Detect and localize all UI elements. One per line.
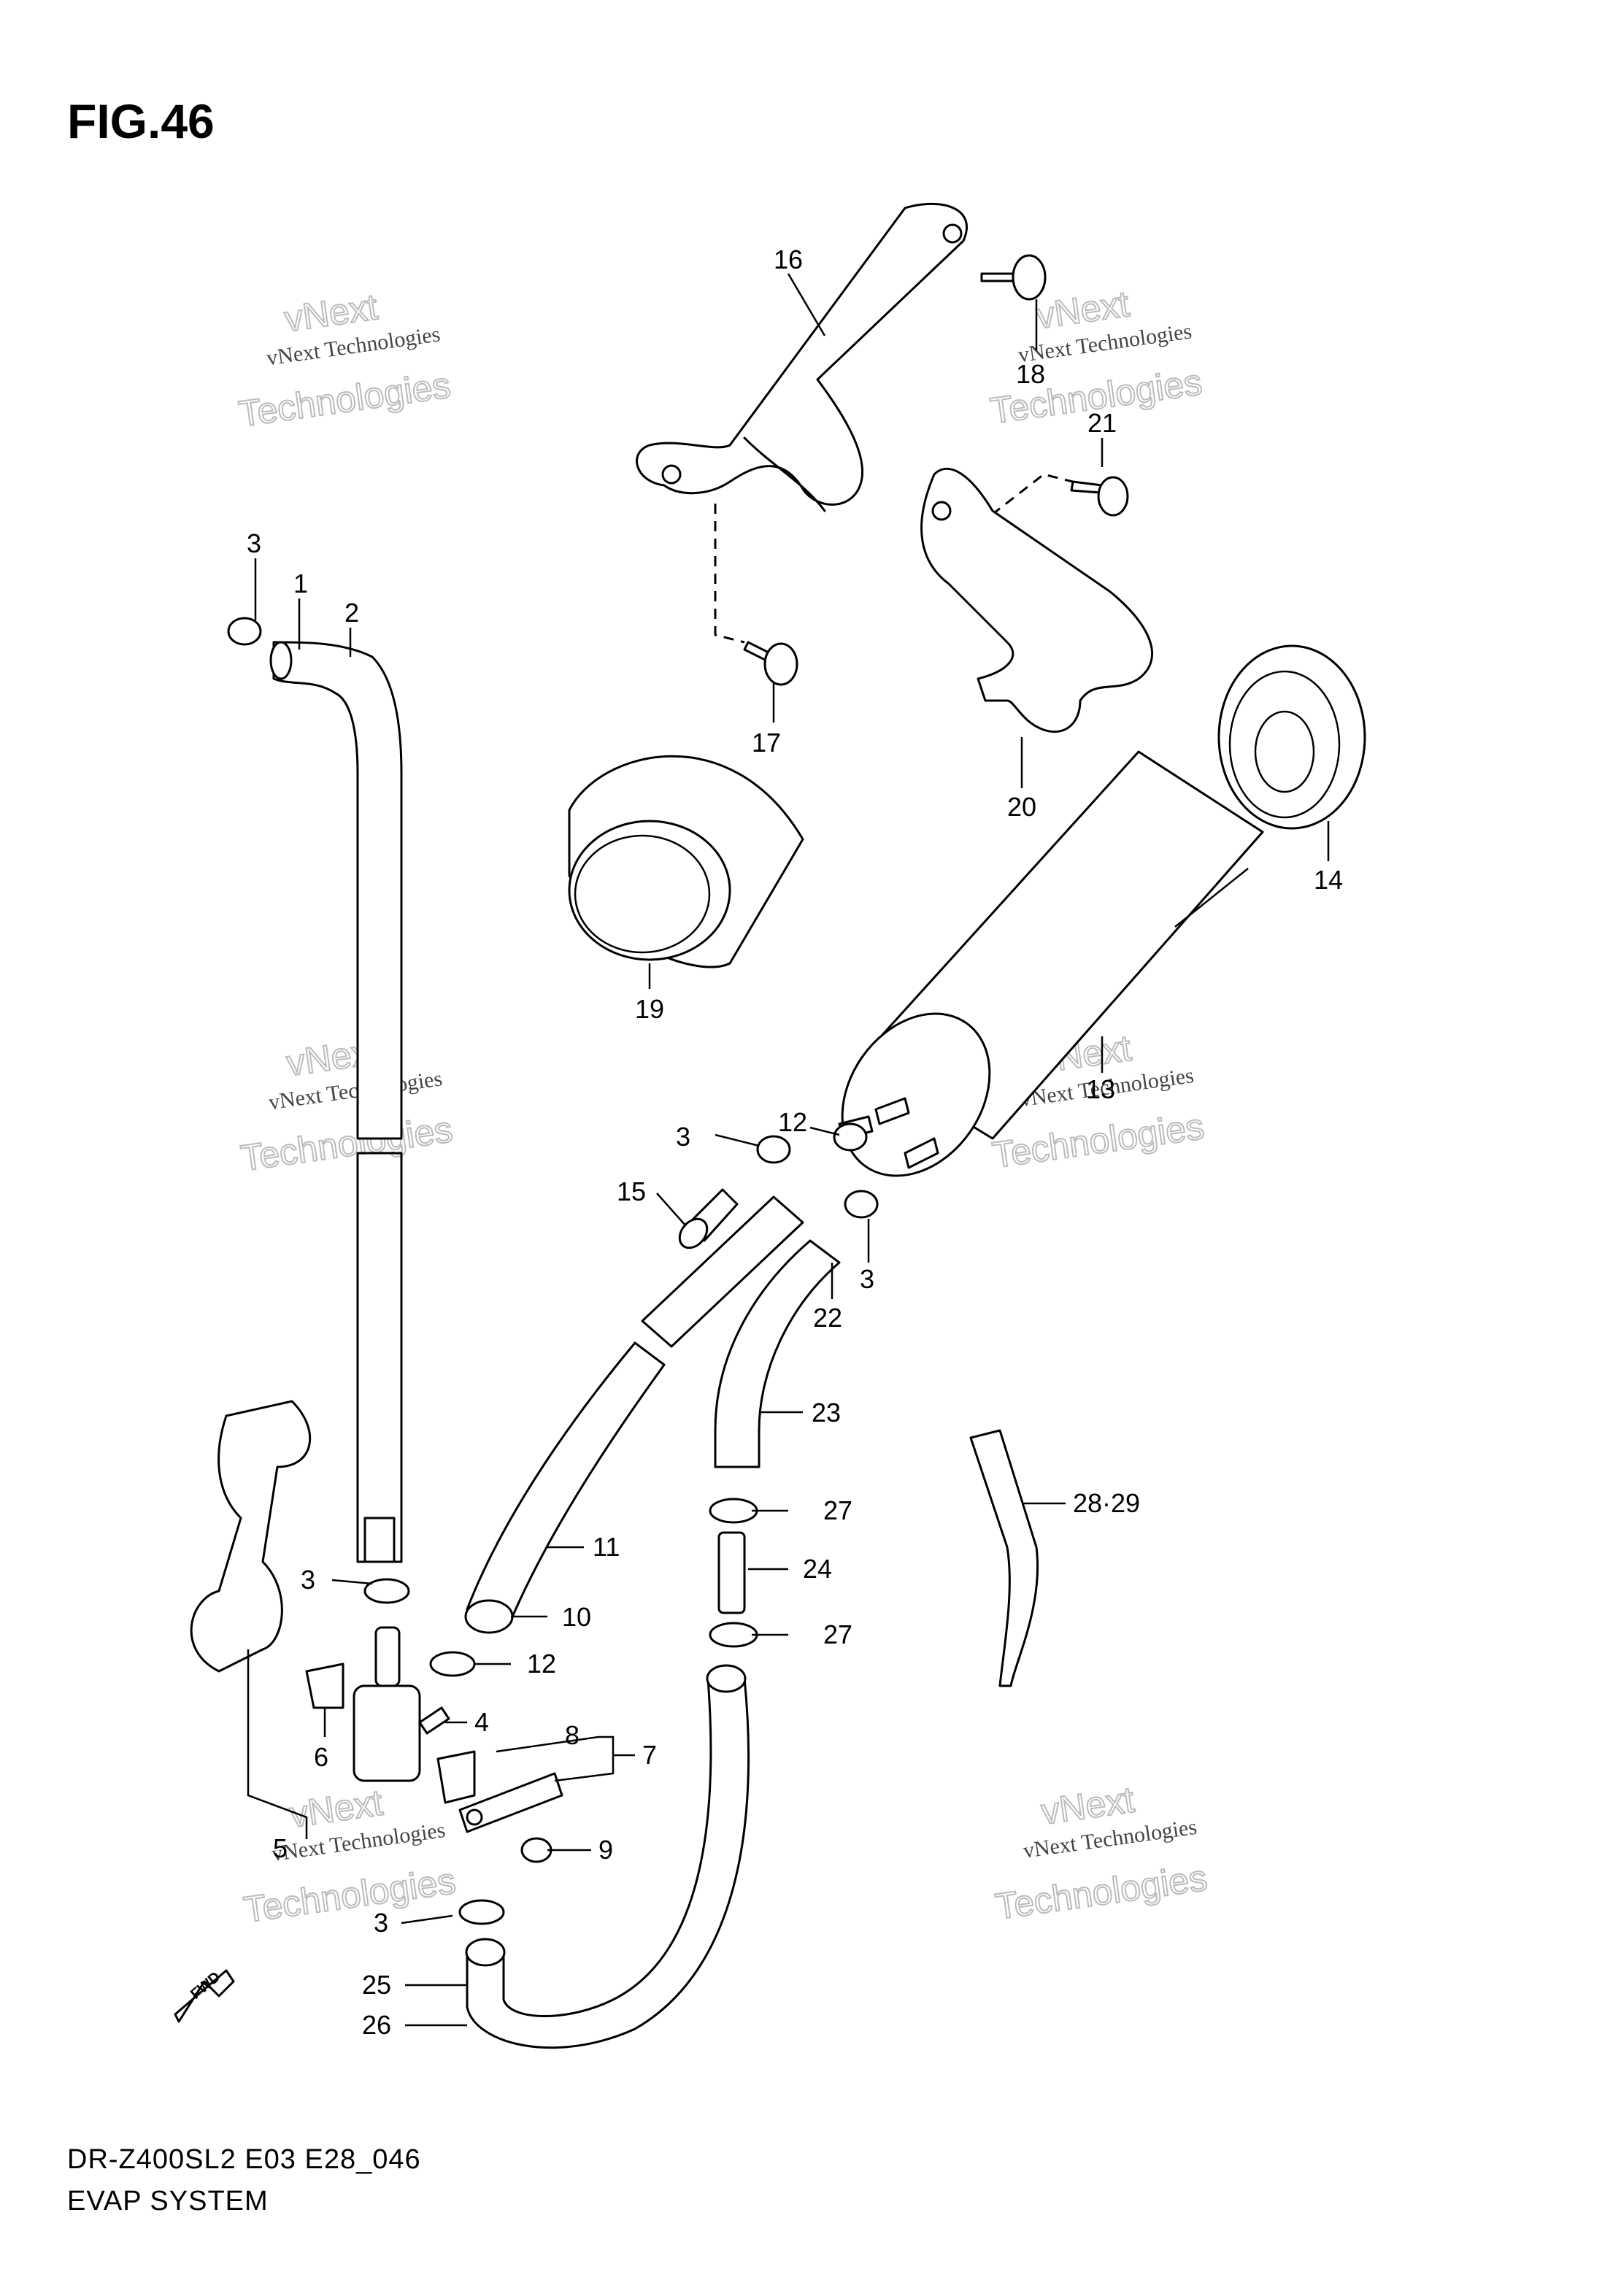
cap-part-14 — [1217, 644, 1366, 830]
part-labels: 16 18 21 17 20 14 19 13 3 1 2 3 12 15 3 … — [247, 244, 1343, 2040]
label-15: 15 — [617, 1176, 646, 1206]
label-16: 16 — [774, 244, 803, 274]
label-9: 9 — [598, 1835, 613, 1865]
hose-part-25-26 — [465, 1664, 750, 2049]
bolt-part-17 — [743, 641, 798, 686]
label-20: 20 — [1007, 792, 1036, 822]
label-25: 25 — [362, 1970, 391, 2000]
svg-text:Technologies: Technologies — [993, 1857, 1210, 1927]
label-27-lower: 27 — [823, 1619, 852, 1649]
bolt-part-18 — [980, 254, 1047, 301]
system-name: EVAP SYSTEM — [67, 2186, 269, 2216]
svg-text:Technologies: Technologies — [990, 1106, 1206, 1176]
clamp-part-6 — [305, 1663, 344, 1709]
cover-part-19 — [568, 755, 804, 968]
label-11: 11 — [593, 1532, 620, 1562]
svg-text:Technologies: Technologies — [236, 364, 453, 434]
joint-part-24 — [717, 1531, 746, 1614]
label-17: 17 — [752, 728, 781, 758]
bracket-part-5 — [190, 1400, 312, 1673]
label-22: 22 — [813, 1303, 842, 1333]
bracket-part-16 — [636, 202, 969, 512]
label-26: 26 — [362, 2010, 391, 2040]
bracket-part-7 — [458, 1772, 563, 1833]
clamp-part-3-right — [844, 1190, 879, 1219]
svg-text:vNext: vNext — [1039, 1779, 1136, 1832]
figure-number: FIG.46 — [67, 94, 215, 148]
clamp-part-27-lower — [709, 1622, 758, 1648]
clamp-part-8 — [436, 1750, 476, 1804]
watermark-top-left: vNext vNext Technologies Technologies — [236, 285, 454, 435]
clamp-part-12-lower — [429, 1651, 476, 1677]
label-21: 21 — [1087, 408, 1117, 438]
label-4: 4 — [474, 1707, 489, 1737]
label-1: 1 — [293, 569, 308, 598]
label-19: 19 — [635, 994, 664, 1024]
label-3-mid: 3 — [676, 1122, 690, 1152]
label-3-bottom: 3 — [374, 1908, 388, 1938]
label-12-mid: 12 — [778, 1107, 807, 1137]
clamp-part-12-mid — [833, 1122, 868, 1152]
label-27-upper: 27 — [823, 1495, 852, 1525]
tie-part-28-29 — [969, 1429, 1039, 1687]
valve-part-4 — [353, 1626, 450, 1782]
label-5: 5 — [273, 1833, 288, 1863]
label-14: 14 — [1314, 865, 1343, 895]
label-7: 7 — [642, 1740, 657, 1770]
label-6: 6 — [314, 1742, 328, 1772]
leader-lines — [247, 273, 1330, 2027]
label-28-29: 28·29 — [1073, 1488, 1140, 1518]
label-18: 18 — [1016, 359, 1045, 389]
canister-part-13 — [838, 750, 1264, 1177]
bracket-part-20 — [920, 467, 1153, 733]
label-3-lower: 3 — [301, 1565, 315, 1595]
label-2: 2 — [344, 598, 359, 628]
hose-part-22-23 — [714, 1239, 841, 1468]
clamp-part-3-mid — [756, 1135, 791, 1164]
model-code: DR-Z400SL2 E03 E28_046 — [67, 2144, 421, 2175]
clamp-part-3-bottom — [458, 1899, 505, 1925]
svg-text:vNext: vNext — [1033, 283, 1131, 336]
label-3-right: 3 — [860, 1264, 874, 1294]
label-10: 10 — [562, 1602, 591, 1632]
clamp-part-3-lower — [363, 1578, 410, 1604]
mount-line-16-17 — [714, 504, 745, 644]
plug-part-15 — [678, 1188, 739, 1249]
bolt-part-9 — [520, 1837, 552, 1863]
svg-text:vNext: vNext — [282, 286, 380, 339]
label-24: 24 — [803, 1554, 832, 1584]
svg-text:Technologies: Technologies — [239, 1109, 455, 1179]
hose-part-10-11 — [464, 1195, 804, 1634]
label-8: 8 — [565, 1720, 580, 1750]
svg-text:vNext: vNext — [287, 1782, 385, 1835]
label-23: 23 — [812, 1398, 841, 1428]
label-12-lower: 12 — [527, 1649, 556, 1679]
bolt-part-21 — [1070, 476, 1129, 517]
label-13: 13 — [1086, 1074, 1115, 1104]
hose-part-1-2 — [269, 641, 403, 1563]
fwd-arrow-icon: FWD — [174, 1969, 235, 2023]
label-3-top: 3 — [247, 528, 261, 558]
watermark-bottom-right: vNext vNext Technologies Technologies — [993, 1778, 1211, 1927]
watermark-bottom-left: vNext vNext Technologies Technologies — [241, 1781, 459, 1931]
clamp-part-3-top — [227, 617, 262, 646]
watermark-mid-left: vNext vNext Technologies Technologies — [238, 1030, 456, 1179]
clamp-part-27-upper — [709, 1498, 758, 1524]
